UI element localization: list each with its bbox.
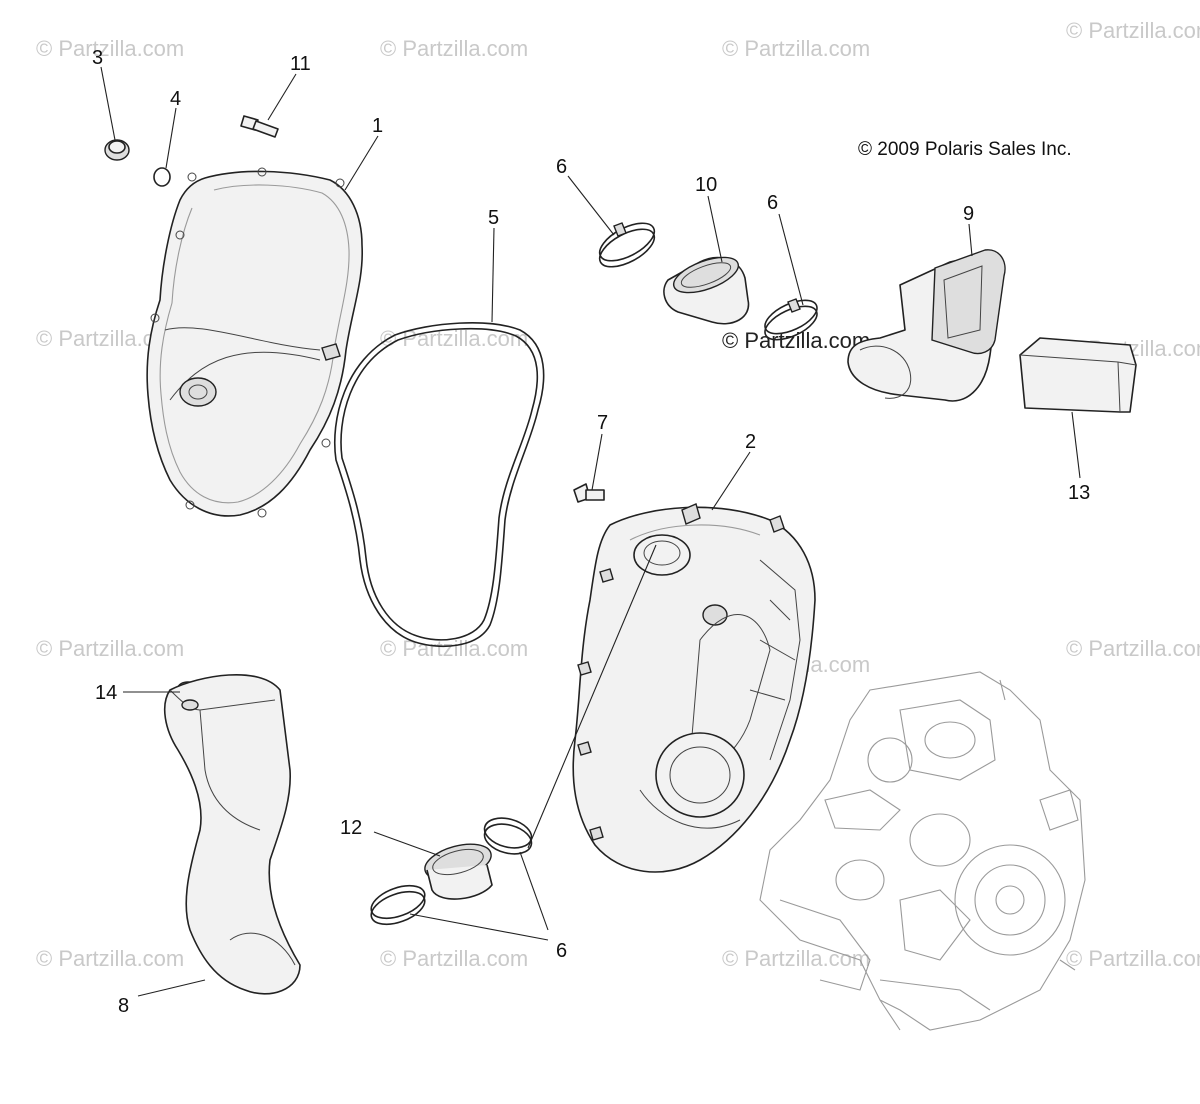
part-5-gasket bbox=[333, 322, 545, 648]
watermark: © Partzilla.com bbox=[380, 636, 528, 661]
callout-6: 6 bbox=[556, 940, 567, 962]
watermark: © Partzilla.com bbox=[1066, 636, 1200, 661]
part-10-duct bbox=[663, 256, 750, 325]
part-6-clamp-lower-a bbox=[370, 884, 426, 926]
part-6-clamp bbox=[598, 222, 656, 268]
callout-5: 5 bbox=[488, 207, 499, 229]
callout-2: 2 bbox=[745, 431, 756, 453]
part-1-clutch-outer-cover bbox=[146, 167, 364, 518]
watermark: © Partzilla.com bbox=[722, 946, 870, 971]
copyright-notice: © 2009 Polaris Sales Inc. bbox=[858, 139, 1072, 160]
part-12-coupler bbox=[424, 843, 493, 900]
part-8-intake-duct bbox=[163, 674, 301, 995]
part-13-foam bbox=[1019, 337, 1137, 413]
engine-assembly bbox=[759, 671, 1086, 1031]
callout-7: 7 bbox=[597, 412, 608, 434]
watermark: © Partzilla.com bbox=[1066, 18, 1200, 43]
callout-11: 11 bbox=[290, 53, 311, 75]
callout-9: 9 bbox=[963, 203, 974, 225]
callout-1: 1 bbox=[372, 115, 383, 137]
watermark: © Partzilla.com bbox=[380, 946, 528, 971]
watermark: © Partzilla.com bbox=[36, 946, 184, 971]
part-7-bolt bbox=[573, 483, 605, 503]
part-2-inner-cover bbox=[572, 503, 816, 873]
watermark: © Partzilla.com bbox=[722, 36, 870, 61]
callout-10: 10 bbox=[695, 174, 717, 196]
watermark-center: © Partzilla.com bbox=[722, 328, 870, 353]
callout-4: 4 bbox=[170, 88, 181, 110]
watermark: © Partzilla.com bbox=[380, 36, 528, 61]
watermarks: © Partzilla.com © Partzilla.com © Partzi… bbox=[36, 18, 1200, 971]
part-6-clamp bbox=[764, 298, 818, 341]
callout-12: 12 bbox=[340, 817, 362, 839]
part-9-intake-elbow bbox=[847, 249, 1006, 402]
callout-6: 6 bbox=[767, 192, 778, 214]
watermark: © Partzilla.com bbox=[36, 636, 184, 661]
watermark: © Partzilla.com bbox=[1066, 946, 1200, 971]
callout-14: 14 bbox=[95, 682, 117, 704]
leader-lines bbox=[100, 66, 1081, 997]
watermark: © Partzilla.com bbox=[36, 36, 184, 61]
callout-3: 3 bbox=[92, 47, 103, 69]
callout-labels: 3 4 11 1 5 6 10 6 9 7 2 13 14 12 6 8 bbox=[92, 47, 1090, 1017]
part-3-plug bbox=[104, 139, 130, 161]
part-4-o-ring bbox=[153, 167, 171, 187]
part-11-bolt bbox=[240, 115, 279, 138]
callout-6: 6 bbox=[556, 156, 567, 178]
callout-13: 13 bbox=[1068, 482, 1090, 504]
callout-8: 8 bbox=[118, 995, 129, 1017]
